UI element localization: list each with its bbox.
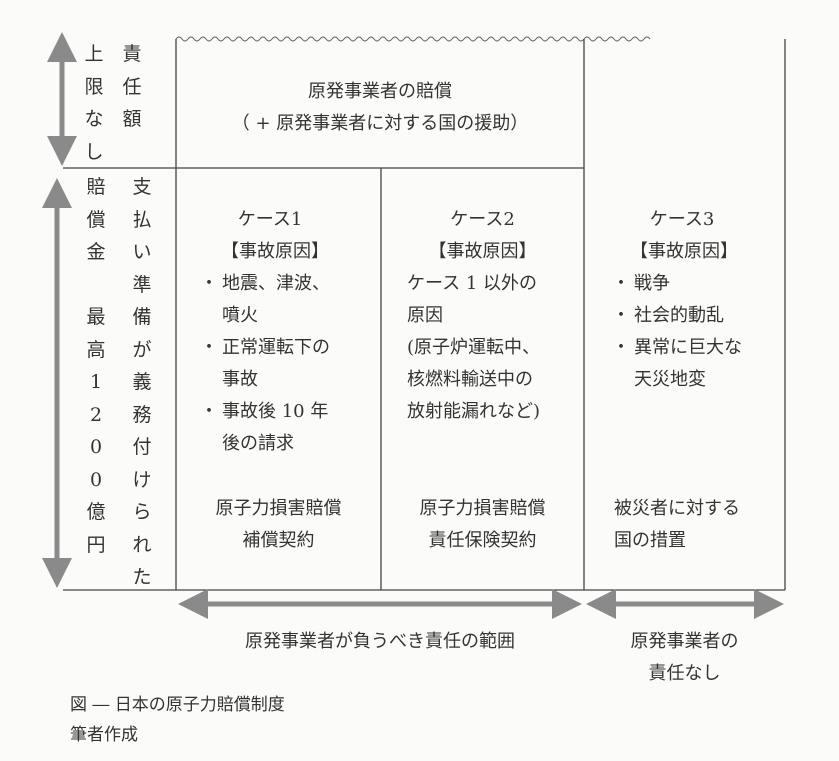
caption-line-2: 筆者作成: [70, 725, 138, 745]
list-item: 社会的動乱: [612, 300, 782, 332]
lower-col-1: 賠 償 金 最 高 1 2 0 0 億 円: [86, 176, 106, 556]
list-item: 戦争: [612, 268, 782, 300]
list-item: 事故後 10 年 後の請求: [200, 396, 378, 460]
case1-title: ケース1: [237, 209, 303, 230]
list-item: 異常に巨大な 天災地変: [612, 332, 782, 396]
case1-cause-label: 【事故原因】: [221, 241, 329, 262]
case3-measure: 被災者に対する 国の措置: [614, 498, 740, 551]
no-responsibility-label: 原発事業者の 責任なし: [630, 631, 739, 684]
case2-cause-label: 【事故原因】: [428, 241, 537, 262]
case3-title: ケース3: [649, 209, 715, 230]
lower-col-2: 支 払 い 準 備 が 義 務 付 け ら れ た: [132, 176, 152, 588]
case2-cell: ケース2 【事故原因】 ケース 1 以外の 原因 (原子炉運転中、 核燃料輸送中…: [381, 204, 584, 428]
case1-contract: 原子力損害賠償 補償契約: [215, 498, 342, 551]
top-block-line-2: （ + 原発事業者に対する国の援助）: [231, 113, 529, 134]
figure-caption: 図 ― 日本の原子力賠償制度 筆者作成: [70, 690, 285, 750]
case1-cell: ケース1 【事故原因】 地震、津波、 噴火 正常運転下の 事故 事故後 10 年…: [200, 204, 378, 460]
case3-cell: ケース3 【事故原因】 戦争 社会的動乱 異常に巨大な 天災地変: [612, 204, 782, 396]
case2-contract: 原子力損害賠償 責任保険契約: [419, 498, 546, 551]
case3-cause-label: 【事故原因】: [630, 241, 738, 262]
case2-cause-text: ケース 1 以外の 原因 (原子炉運転中、 核燃料輸送中の 放射能漏れなど): [407, 273, 541, 422]
case3-cause-list: 戦争 社会的動乱 異常に巨大な 天災地変: [612, 268, 782, 396]
top-block-line-1: 原発事業者の賠償: [308, 81, 452, 102]
upper-col-2: 責 任 額: [122, 43, 142, 130]
case2-title: ケース2: [450, 209, 515, 230]
wavy-top-edge: [175, 36, 651, 42]
responsibility-range-label: 原発事業者が負うべき責任の範囲: [245, 631, 515, 652]
upper-col-1: 上 限 な し: [84, 43, 104, 163]
caption-line-1: 図 ― 日本の原子力賠償制度: [70, 695, 285, 715]
list-item: 正常運転下の 事故: [200, 332, 378, 396]
top-compensation-block: 原発事業者の賠償 （ + 原発事業者に対する国の援助）: [176, 76, 584, 140]
list-item: 地震、津波、 噴火: [200, 268, 378, 332]
case1-cause-list: 地震、津波、 噴火 正常運転下の 事故 事故後 10 年 後の請求: [200, 268, 378, 460]
